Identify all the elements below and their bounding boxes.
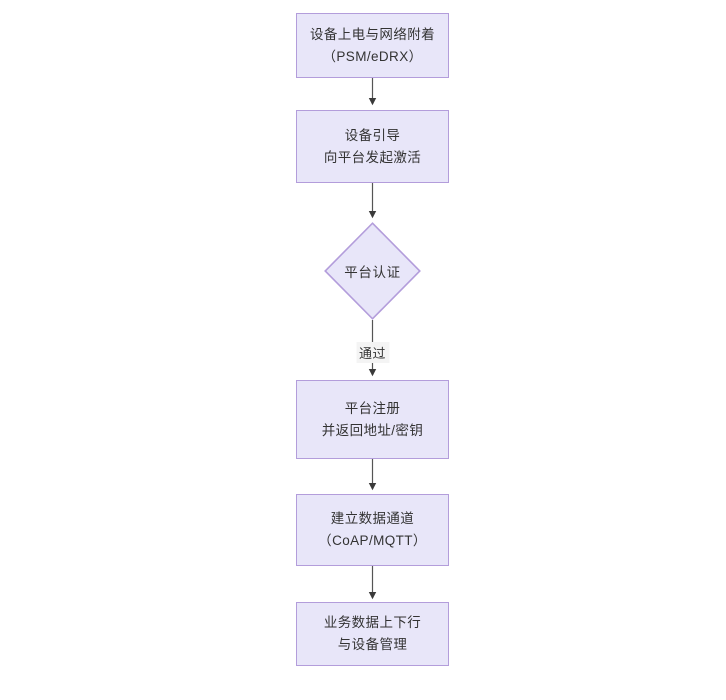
node-label-line2: 并返回地址/密钥 [321,422,424,438]
diamond-shape [324,222,421,320]
node-label-line1: 建立数据通道 [330,511,415,527]
node-establish-data-channel[interactable]: 建立数据通道 （CoAP/MQTT） [296,494,449,566]
node-label-line1: 设备上电与网络附着 [309,26,436,42]
node-label-line2: （PSM/eDRX） [322,48,423,64]
node-label-line1: 平台注册 [344,400,401,416]
node-business-data-and-device-mgmt[interactable]: 业务数据上下行 与设备管理 [296,602,449,666]
node-label-line1: 平台认证 [344,265,401,280]
node-label-line2: 向平台发起激活 [323,149,422,165]
node-label-line2: 与设备管理 [337,637,408,652]
node-platform-register[interactable]: 平台注册 并返回地址/密钥 [296,380,449,459]
node-label-line2: （CoAP/MQTT） [318,533,427,548]
node-device-power-on[interactable]: 设备上电与网络附着 （PSM/eDRX） [296,13,449,78]
node-device-bootstrap[interactable]: 设备引导 向平台发起激活 [296,110,449,183]
node-platform-auth-decision[interactable]: 平台认证 [324,222,421,320]
edge-label-pass: 通过 [355,342,390,363]
node-label-line1: 业务数据上下行 [323,615,422,631]
node-label-line1: 设备引导 [344,127,401,143]
